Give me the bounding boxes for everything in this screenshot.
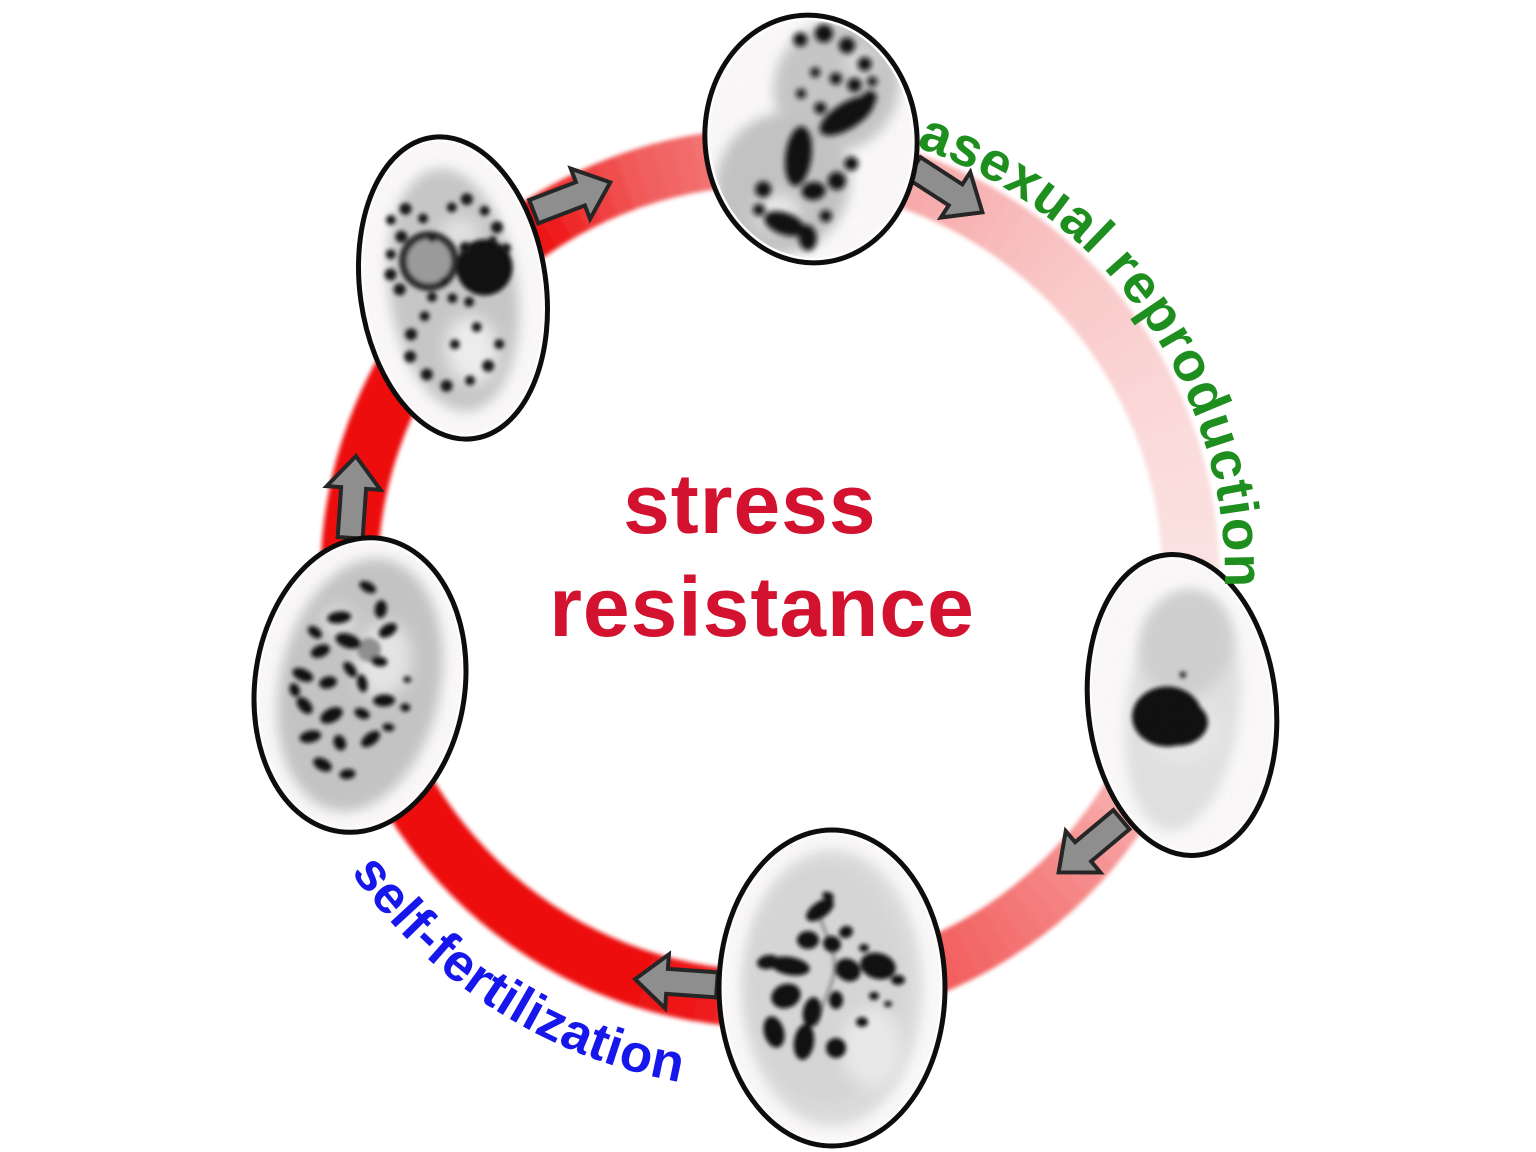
center-title-line-1: stress <box>623 457 877 551</box>
arrow-bottom-to-left <box>632 950 720 1013</box>
micrograph-dividing-cell <box>700 11 922 267</box>
micrograph-content <box>724 835 940 1141</box>
micrograph-chromosome-cell <box>241 529 479 841</box>
micrograph-rosette-cell <box>716 827 948 1149</box>
arrow-left-to-topleft <box>322 453 385 541</box>
center-title: stress resistance <box>549 457 975 654</box>
micrograph-pale-cell <box>1078 550 1286 860</box>
arrow-right-to-bottom <box>1056 807 1133 875</box>
micrograph-content <box>241 529 479 841</box>
cycle-arrows <box>322 154 1133 1013</box>
micrograph-content <box>700 11 922 267</box>
arrow-topleft-to-top <box>526 165 614 226</box>
center-title-line-2: resistance <box>549 560 975 654</box>
